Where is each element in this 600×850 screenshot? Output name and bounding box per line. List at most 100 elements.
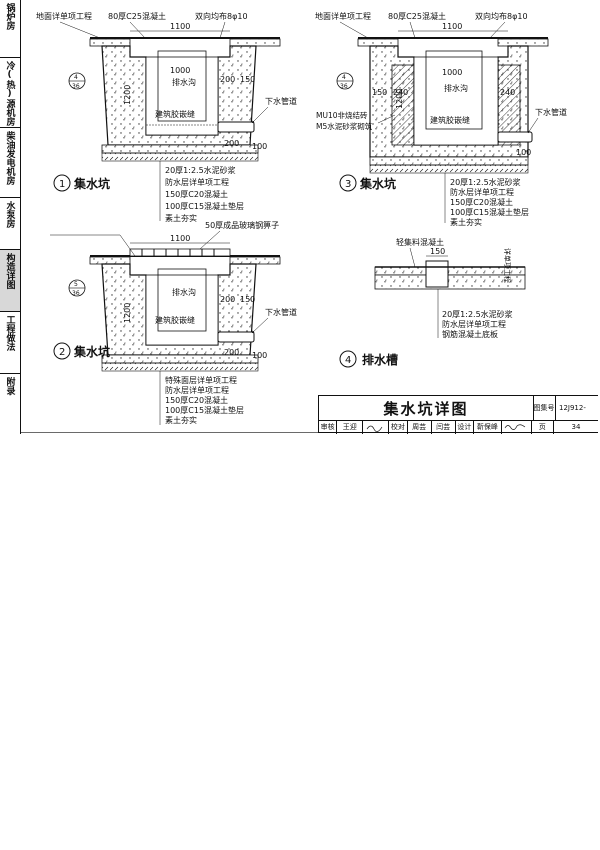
tab-label: 构造详图: [4, 253, 15, 289]
tab-engineering-practice[interactable]: 工程做法: [0, 312, 20, 374]
layer-4: 100厚C15混凝土垫层: [165, 201, 244, 211]
drawing-sheet: 锅炉房 冷(热)源机房 柴油发电机房 水泵房 构造详图 工程做法 附录: [0, 0, 598, 434]
check-label: 校对: [389, 420, 408, 434]
tab-diesel-generator-room[interactable]: 柴油发电机房: [0, 128, 20, 198]
ref-bottom: 36: [72, 83, 80, 90]
layer-3: 钢筋混凝土底板: [442, 329, 498, 339]
dim-150: 150: [240, 75, 255, 84]
label-pipe: 下水管道: [535, 107, 567, 117]
detail-title: 排水槽: [362, 352, 398, 367]
layer-1: 特殊面层详单项工程: [165, 375, 237, 385]
signature-mark: [366, 425, 383, 432]
detail-number-circle: [53, 342, 71, 360]
label-pipe: 下水管道: [265, 307, 297, 317]
dim-200-top: 200: [220, 295, 235, 304]
dim-200-bottom: 200: [224, 139, 239, 148]
layer-5: 素土夯实: [165, 213, 197, 223]
tab-cooling-heating-room[interactable]: 冷(热)源机房: [0, 58, 20, 128]
label-brick-material: MU10非烧结砖: [316, 110, 368, 120]
signature-row: 审核 王迎 校对 周芸 闫芸 设计 靳保峰 页 34: [319, 420, 598, 434]
atlas-label: 图集号: [533, 396, 556, 420]
dim-1100: 1100: [170, 22, 190, 31]
dim-150: 150: [240, 295, 255, 304]
label-surface: 地面详单项工程: [315, 11, 371, 21]
detail-number: 3: [345, 179, 351, 190]
detail-title: 集水坑: [73, 176, 110, 191]
dim-1000: 1000: [170, 66, 190, 75]
detail-title: 集水坑: [359, 176, 396, 191]
detail-number: 2: [59, 347, 65, 358]
layer-5: 素土夯实: [450, 217, 482, 227]
label-channel: 排水沟: [172, 77, 196, 87]
label-surface: 地面详单项工程: [36, 11, 92, 21]
layer-2: 防水层详单项工程: [165, 385, 229, 395]
tab-label: 工程做法: [4, 315, 15, 351]
tab-label: 柴油发电机房: [4, 131, 15, 185]
ref-top: 5: [74, 281, 78, 288]
tab-appendix[interactable]: 附录: [0, 374, 20, 434]
dim-1000: 1000: [442, 68, 462, 77]
slab-left: [89, 38, 131, 47]
label-top-slab: 80厚C25混凝土: [108, 11, 166, 21]
dim-240-left: 240: [393, 88, 408, 97]
detail-title: 集水坑: [73, 344, 110, 359]
tab-label: 水泵房: [4, 201, 15, 228]
label-brick-mortar: M5水泥砂浆砌筑: [316, 121, 373, 131]
detail-number: 4: [345, 355, 351, 366]
layer-1: 20厚1:2.5水泥砂浆: [165, 165, 236, 175]
reviewer-signature: [363, 420, 390, 434]
label-rebar: 双向均布8φ10: [475, 11, 528, 21]
label-sealant: 建筑胶嵌缝: [155, 315, 195, 325]
atlas-number: 12J912-: [559, 404, 586, 412]
tab-construction-details[interactable]: 构造详图: [0, 250, 20, 312]
review-label: 审核: [319, 420, 338, 434]
dim-1200: 1200: [123, 85, 132, 105]
page-number: 34: [571, 423, 581, 431]
layer-5: 素土夯实: [165, 415, 197, 425]
label-rebar: 双向均布8φ10: [195, 11, 248, 21]
layer-3: 150厚C20混凝土: [450, 197, 513, 207]
label-channel: 排水沟: [172, 287, 196, 297]
tab-label: 冷(热)源机房: [4, 61, 15, 126]
slab-right: [229, 38, 281, 47]
label-side: 详单项工程: [503, 248, 512, 283]
title-block: 集水坑详图 图集号 12J912- 审核 王迎 校对 周芸 闫芸 设计 靳保峰 …: [318, 395, 598, 434]
dim-200-top: 200: [220, 75, 235, 84]
tab-label: 锅炉房: [4, 3, 15, 30]
dim-200-bottom: 200: [224, 348, 239, 357]
label-grate: 50厚成品玻璃钢箅子: [205, 220, 279, 230]
tab-boiler-room[interactable]: 锅炉房: [0, 0, 20, 58]
design-label: 设计: [456, 420, 474, 434]
category-sidebar: 锅炉房 冷(热)源机房 柴油发电机房 水泵房 构造详图 工程做法 附录: [0, 0, 21, 434]
dim-150: 150: [372, 88, 387, 97]
reviewer-name: 王迎: [337, 420, 364, 434]
layer-3: 150厚C20混凝土: [165, 189, 228, 199]
dim-1100: 1100: [170, 234, 190, 243]
label-pipe: 下水管道: [265, 96, 297, 106]
detail-number-circle: [53, 174, 71, 192]
label-lightweight-concrete: 轻集料混凝土: [396, 237, 444, 247]
drawing-frame: 地面详单项工程 80厚C25混凝土 双向均布8φ10 1100 1000 排水沟…: [20, 5, 596, 434]
designer-name: 靳保峰: [474, 420, 502, 434]
label-sealant: 建筑胶嵌缝: [155, 109, 195, 119]
tab-pump-room[interactable]: 水泵房: [0, 198, 20, 250]
label-top-slab: 80厚C25混凝土: [388, 11, 446, 21]
layer-1: 20厚1:2.5水泥砂浆: [450, 177, 521, 187]
layer-4: 100厚C15混凝土垫层: [165, 405, 244, 415]
layer-3: 150厚C20混凝土: [165, 395, 228, 405]
drain-channel: [157, 50, 207, 122]
layer-2: 防水层详单项工程: [165, 177, 229, 187]
dim-240-right: 240: [500, 88, 515, 97]
page-label: 页: [532, 420, 554, 434]
grate: [129, 248, 231, 257]
detail-1-pit: 地面详单项工程 80厚C25混凝土 双向均布8φ10 1100 1000 排水沟…: [36, 11, 297, 223]
checker-signature: 闫芸: [432, 420, 456, 434]
signature-mark: [504, 424, 526, 430]
ref-top: 4: [342, 74, 346, 81]
trench: [425, 260, 449, 288]
layer-2: 防水层详单项工程: [450, 187, 514, 197]
designer-signature: [502, 420, 532, 434]
checker-name: 周芸: [408, 420, 432, 434]
layer-4: 100厚C15混凝土垫层: [450, 207, 529, 217]
detail-2-pit: 50厚成品玻璃钢箅子 1100 排水沟 1200 200 150 建筑胶嵌缝 下…: [50, 220, 297, 425]
